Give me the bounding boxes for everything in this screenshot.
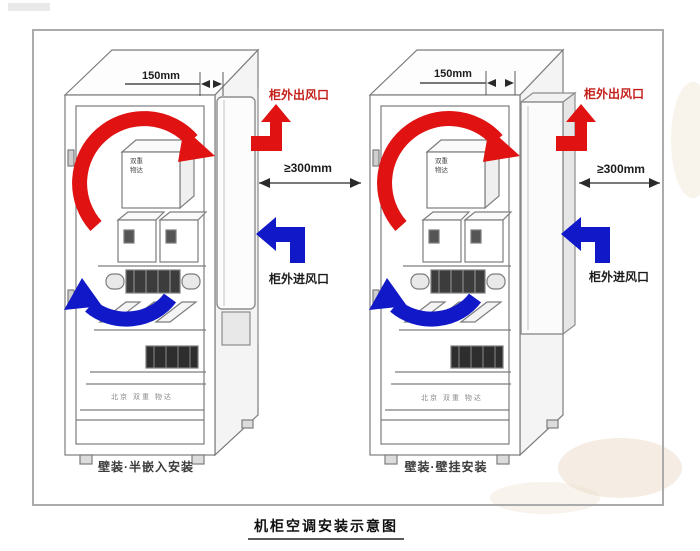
- cold-air-flow-arrow-right: [369, 278, 482, 327]
- caption-left-cabinet: 壁装·半嵌入安装: [98, 459, 194, 474]
- clearance-300mm-left-label: ≥300mm: [284, 161, 332, 175]
- watermark-text-left: 北京 双重 物达: [111, 392, 173, 401]
- hot-air-flow-arrow-left: [72, 111, 215, 231]
- outlet-label-left: 柜外出风口: [268, 87, 329, 102]
- hot-air-flow-arrow-right: [377, 111, 520, 231]
- cold-air-flow-arrow-left: [64, 278, 177, 327]
- dimension-150mm-left-label: 150mm: [142, 70, 180, 82]
- unit-tag-left: 双重 物达: [130, 157, 144, 174]
- caption-right-cabinet: 壁装·壁挂安装: [405, 459, 488, 474]
- outlet-label-right: 柜外出风口: [583, 86, 644, 101]
- inlet-bent-arrow-right: [561, 217, 610, 263]
- dimension-150mm-right: 150mm: [420, 68, 516, 95]
- outlet-bent-arrow-left: [251, 104, 291, 151]
- inlet-bent-arrow-left: [256, 217, 305, 263]
- clearance-300mm-right-label: ≥300mm: [597, 162, 645, 176]
- svg-text:物达: 物达: [435, 165, 449, 174]
- dimension-150mm-right-label: 150mm: [434, 68, 472, 80]
- svg-text:双重: 双重: [435, 157, 449, 165]
- inlet-label-right: 柜外进风口: [588, 269, 649, 284]
- diagram-title: 机柜空调安装示意图: [254, 518, 398, 534]
- inlet-label-left: 柜外进风口: [268, 271, 329, 286]
- ac-unit-panel-left: [216, 88, 259, 346]
- svg-text:物达: 物达: [130, 165, 144, 174]
- clearance-300mm-left: ≥300mm: [259, 161, 361, 188]
- dimension-150mm-left: 150mm: [125, 70, 224, 96]
- unit-tag-right: 双重 物达: [435, 157, 449, 174]
- diagram-frame: [32, 29, 664, 506]
- ac-unit-panel-right: [519, 91, 577, 336]
- watermark-text-right: 北京 双重 物达: [421, 393, 483, 402]
- svg-text:双重: 双重: [130, 157, 144, 165]
- clearance-300mm-right: ≥300mm: [579, 162, 660, 188]
- outlet-bent-arrow-right: [556, 104, 596, 151]
